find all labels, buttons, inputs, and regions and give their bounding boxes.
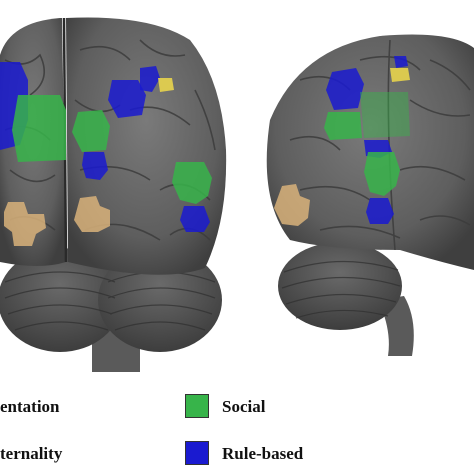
lateral-cerebellum	[278, 242, 402, 330]
lateral-blob-social-mid	[364, 152, 400, 196]
blob-rule-based-upper	[108, 80, 146, 118]
lateral-blob-rule-based-top	[394, 56, 408, 68]
blob-social-left	[12, 95, 66, 162]
blob-orientation-left	[4, 202, 46, 246]
legend-label-rule-based: Rule-based	[222, 444, 304, 463]
legend-label-orientation: entation	[0, 397, 60, 416]
legend-label-social: Social	[222, 397, 266, 416]
lateral-blob-externality	[390, 68, 410, 82]
lateral-blob-rule-based-low	[366, 198, 394, 224]
posterior-view	[0, 17, 227, 372]
lateral-blob-orientation	[274, 184, 310, 226]
blob-rule-based-mid	[82, 152, 108, 180]
lateral-blob-social-faint	[360, 92, 410, 138]
blob-rule-based-right	[180, 206, 210, 232]
blob-externality-top	[158, 78, 174, 92]
blob-social-mid	[72, 110, 110, 152]
blob-rule-based-top	[140, 66, 160, 92]
lateral-blob-social-upper	[324, 112, 362, 140]
lateral-view	[266, 34, 474, 356]
legend-label-externality: ternality	[0, 444, 63, 463]
legend-swatch-social	[185, 394, 209, 418]
legend-swatch-rule-based	[185, 441, 209, 465]
lateral-blob-rule-based-upper	[326, 68, 364, 110]
blob-social-right	[172, 162, 212, 204]
blob-orientation-mid	[74, 196, 110, 232]
